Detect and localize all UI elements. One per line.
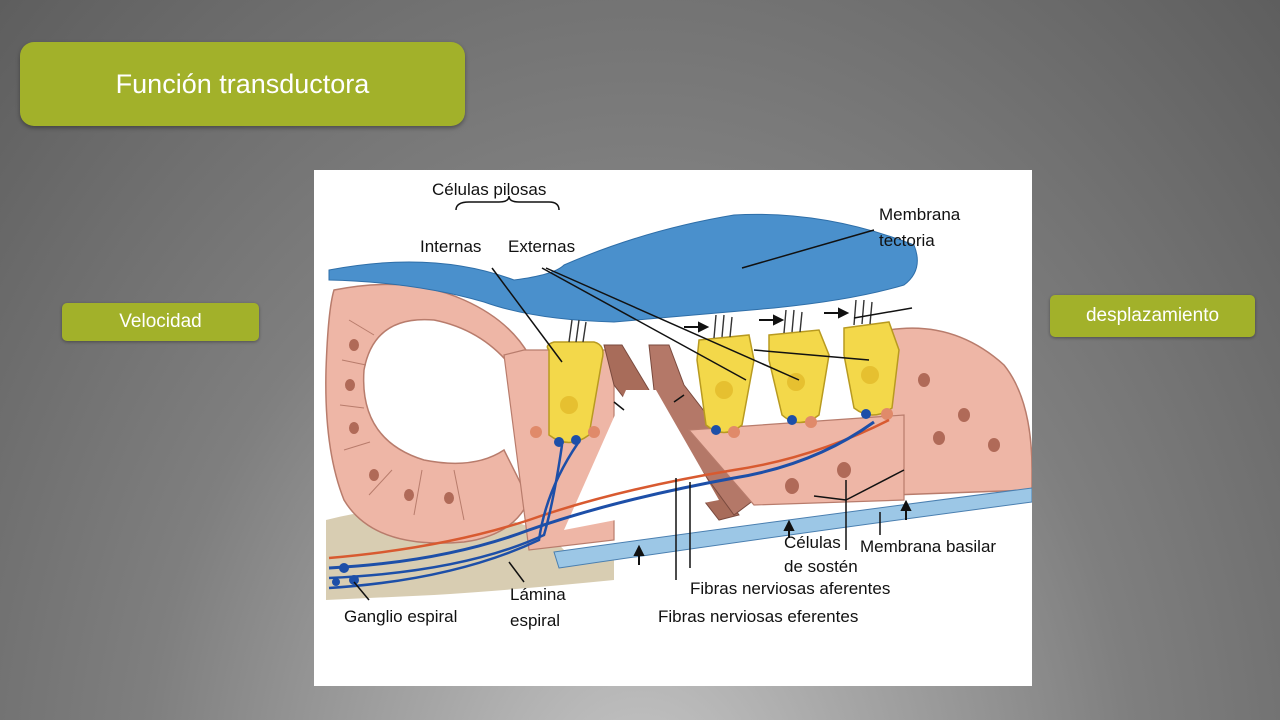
basilar-arrows <box>633 499 912 565</box>
leader-lines <box>353 195 913 601</box>
displacement-label: desplazamiento <box>1050 295 1255 337</box>
label-basilar-membrane: Membrana basilar <box>860 537 996 556</box>
tunnel-of-corti <box>564 390 719 530</box>
label-spiral-lamina-1: Lámina <box>510 585 566 604</box>
afferent-fibers <box>328 420 875 570</box>
afferent-fibers-3 <box>328 442 580 590</box>
label-spiral-ganglion: Ganglio espiral <box>344 607 457 626</box>
inner-sulcus-nuclei <box>345 339 454 504</box>
label-support-2: de sostén <box>784 557 858 576</box>
slide-title: Función transductora <box>20 42 465 126</box>
label-support-1: Células <box>784 533 841 552</box>
label-tectorial-2: tectoria <box>879 231 935 250</box>
outer-hair-cell-3 <box>843 299 900 416</box>
deiters-nuclei <box>785 462 851 494</box>
label-spiral-lamina-2: espiral <box>510 611 560 630</box>
label-outer-hair-cells: Externas <box>508 237 575 256</box>
tectorial-membrane <box>328 213 918 323</box>
label-afferent-fibers: Fibras nerviosas aferentes <box>690 579 890 598</box>
velocity-label: Velocidad <box>62 303 259 341</box>
label-hair-cells: Células pilosas <box>432 180 546 199</box>
nerve-endings <box>554 409 871 447</box>
shear-arrows <box>684 307 850 333</box>
label-inner-hair-cells: Internas <box>420 237 481 256</box>
efferent-fibers <box>328 418 890 560</box>
label-efferent-fibers: Fibras nerviosas eferentes <box>658 607 858 626</box>
outer-hair-cell-1 <box>696 314 755 434</box>
efferent-endings <box>530 408 893 438</box>
label-tectorial-1: Membrana <box>879 205 961 224</box>
inner-sulcus-tissue <box>325 283 530 544</box>
outer-hair-cell-2 <box>768 309 830 424</box>
ganglion-dots <box>332 563 359 586</box>
organ-of-corti-diagram: Células pilosas Internas Externas Membra… <box>314 170 1032 686</box>
inner-hair-cell <box>546 319 604 444</box>
inner-sulcus-cells <box>339 319 465 521</box>
outer-supporting-tissue <box>752 327 1032 501</box>
